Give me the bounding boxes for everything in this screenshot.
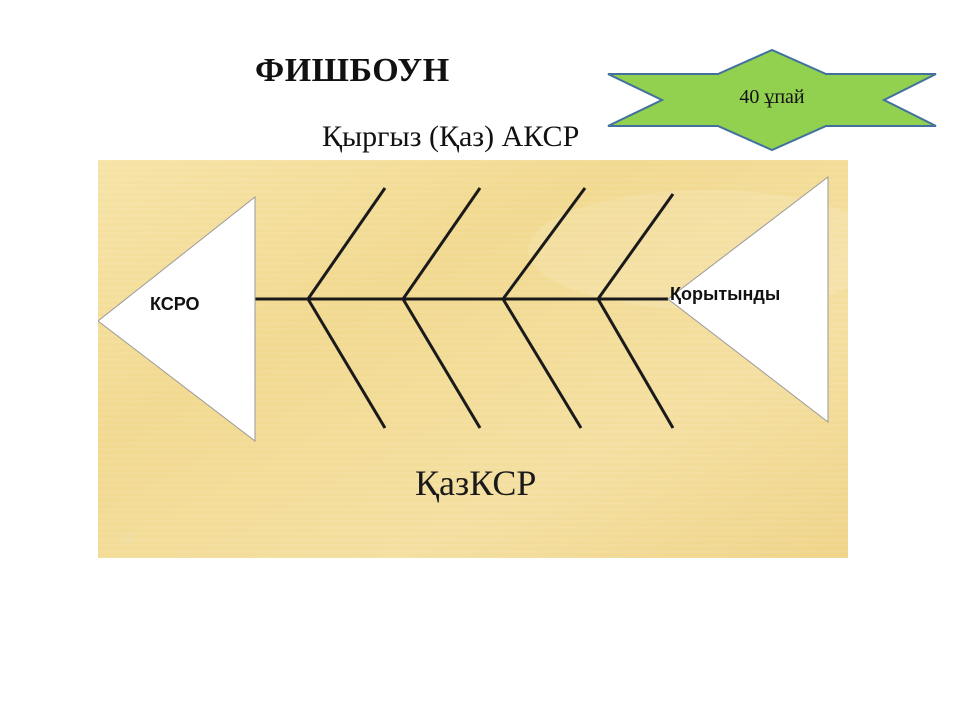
points-badge-star [607,48,937,152]
diagram-subtitle: Қыргыз (Қаз) АКСР [322,120,580,153]
badge-shape [607,48,937,152]
upper-bone-3 [501,187,587,300]
center-caption: ҚазКСР [415,463,537,503]
slide-title: ФИШБОУН [255,52,450,89]
fishbone-panel [98,160,848,558]
lower-bone-1 [306,298,387,429]
upper-bone-4 [596,193,675,300]
left-head-triangle [98,195,256,443]
lower-bone-2 [401,298,482,429]
right-head-label: Қорытынды [670,284,781,304]
points-badge-label: 40 ұпай [739,86,805,108]
page-number: 13 [120,532,134,546]
upper-bone-2 [401,187,482,300]
right-head-triangle [667,175,829,424]
lower-bone-3 [501,298,583,429]
upper-bone-1 [306,187,387,300]
lower-bone-4 [596,298,675,429]
left-head-label: КСРО [150,294,200,314]
